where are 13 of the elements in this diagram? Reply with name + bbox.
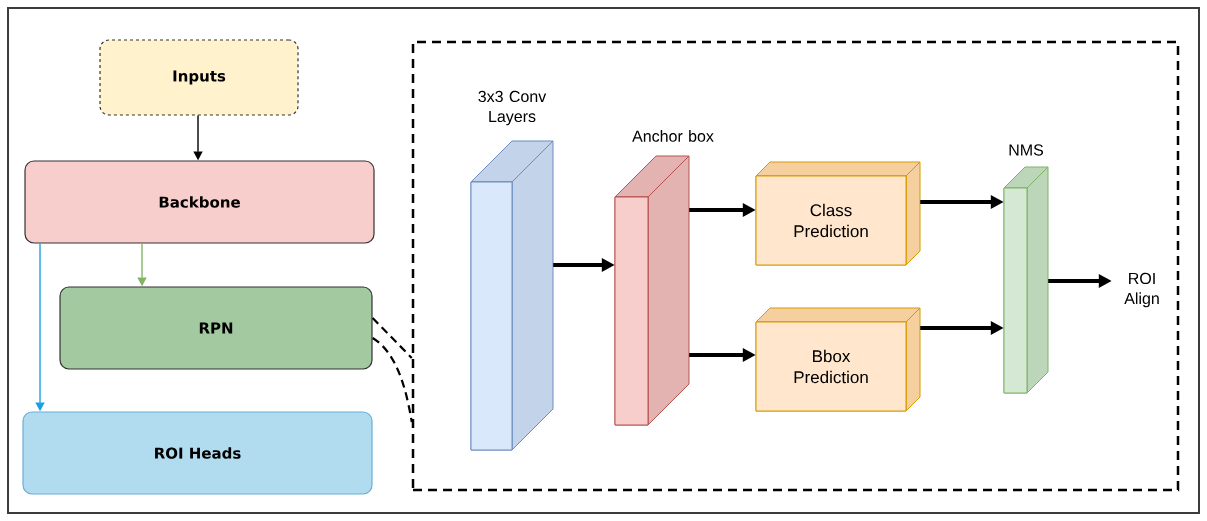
input-box: Inputs bbox=[99, 39, 299, 116]
layer-label: 3x3 Conv Layers bbox=[478, 90, 547, 126]
dashed-frame bbox=[411, 40, 1180, 492]
process-box: Backbone bbox=[24, 160, 375, 244]
prediction-block: Class Prediction bbox=[755, 161, 921, 266]
layer-label: Anchor box bbox=[632, 130, 714, 142]
connector-line bbox=[371, 337, 413, 423]
layer-label: NMS bbox=[1009, 144, 1044, 156]
process-box: ROI Heads bbox=[22, 411, 373, 495]
connector-line bbox=[371, 317, 413, 359]
process-box: RPN bbox=[59, 286, 373, 370]
prediction-block: Bbox Prediction bbox=[755, 307, 921, 412]
output-label: ROI Align bbox=[1124, 272, 1159, 308]
